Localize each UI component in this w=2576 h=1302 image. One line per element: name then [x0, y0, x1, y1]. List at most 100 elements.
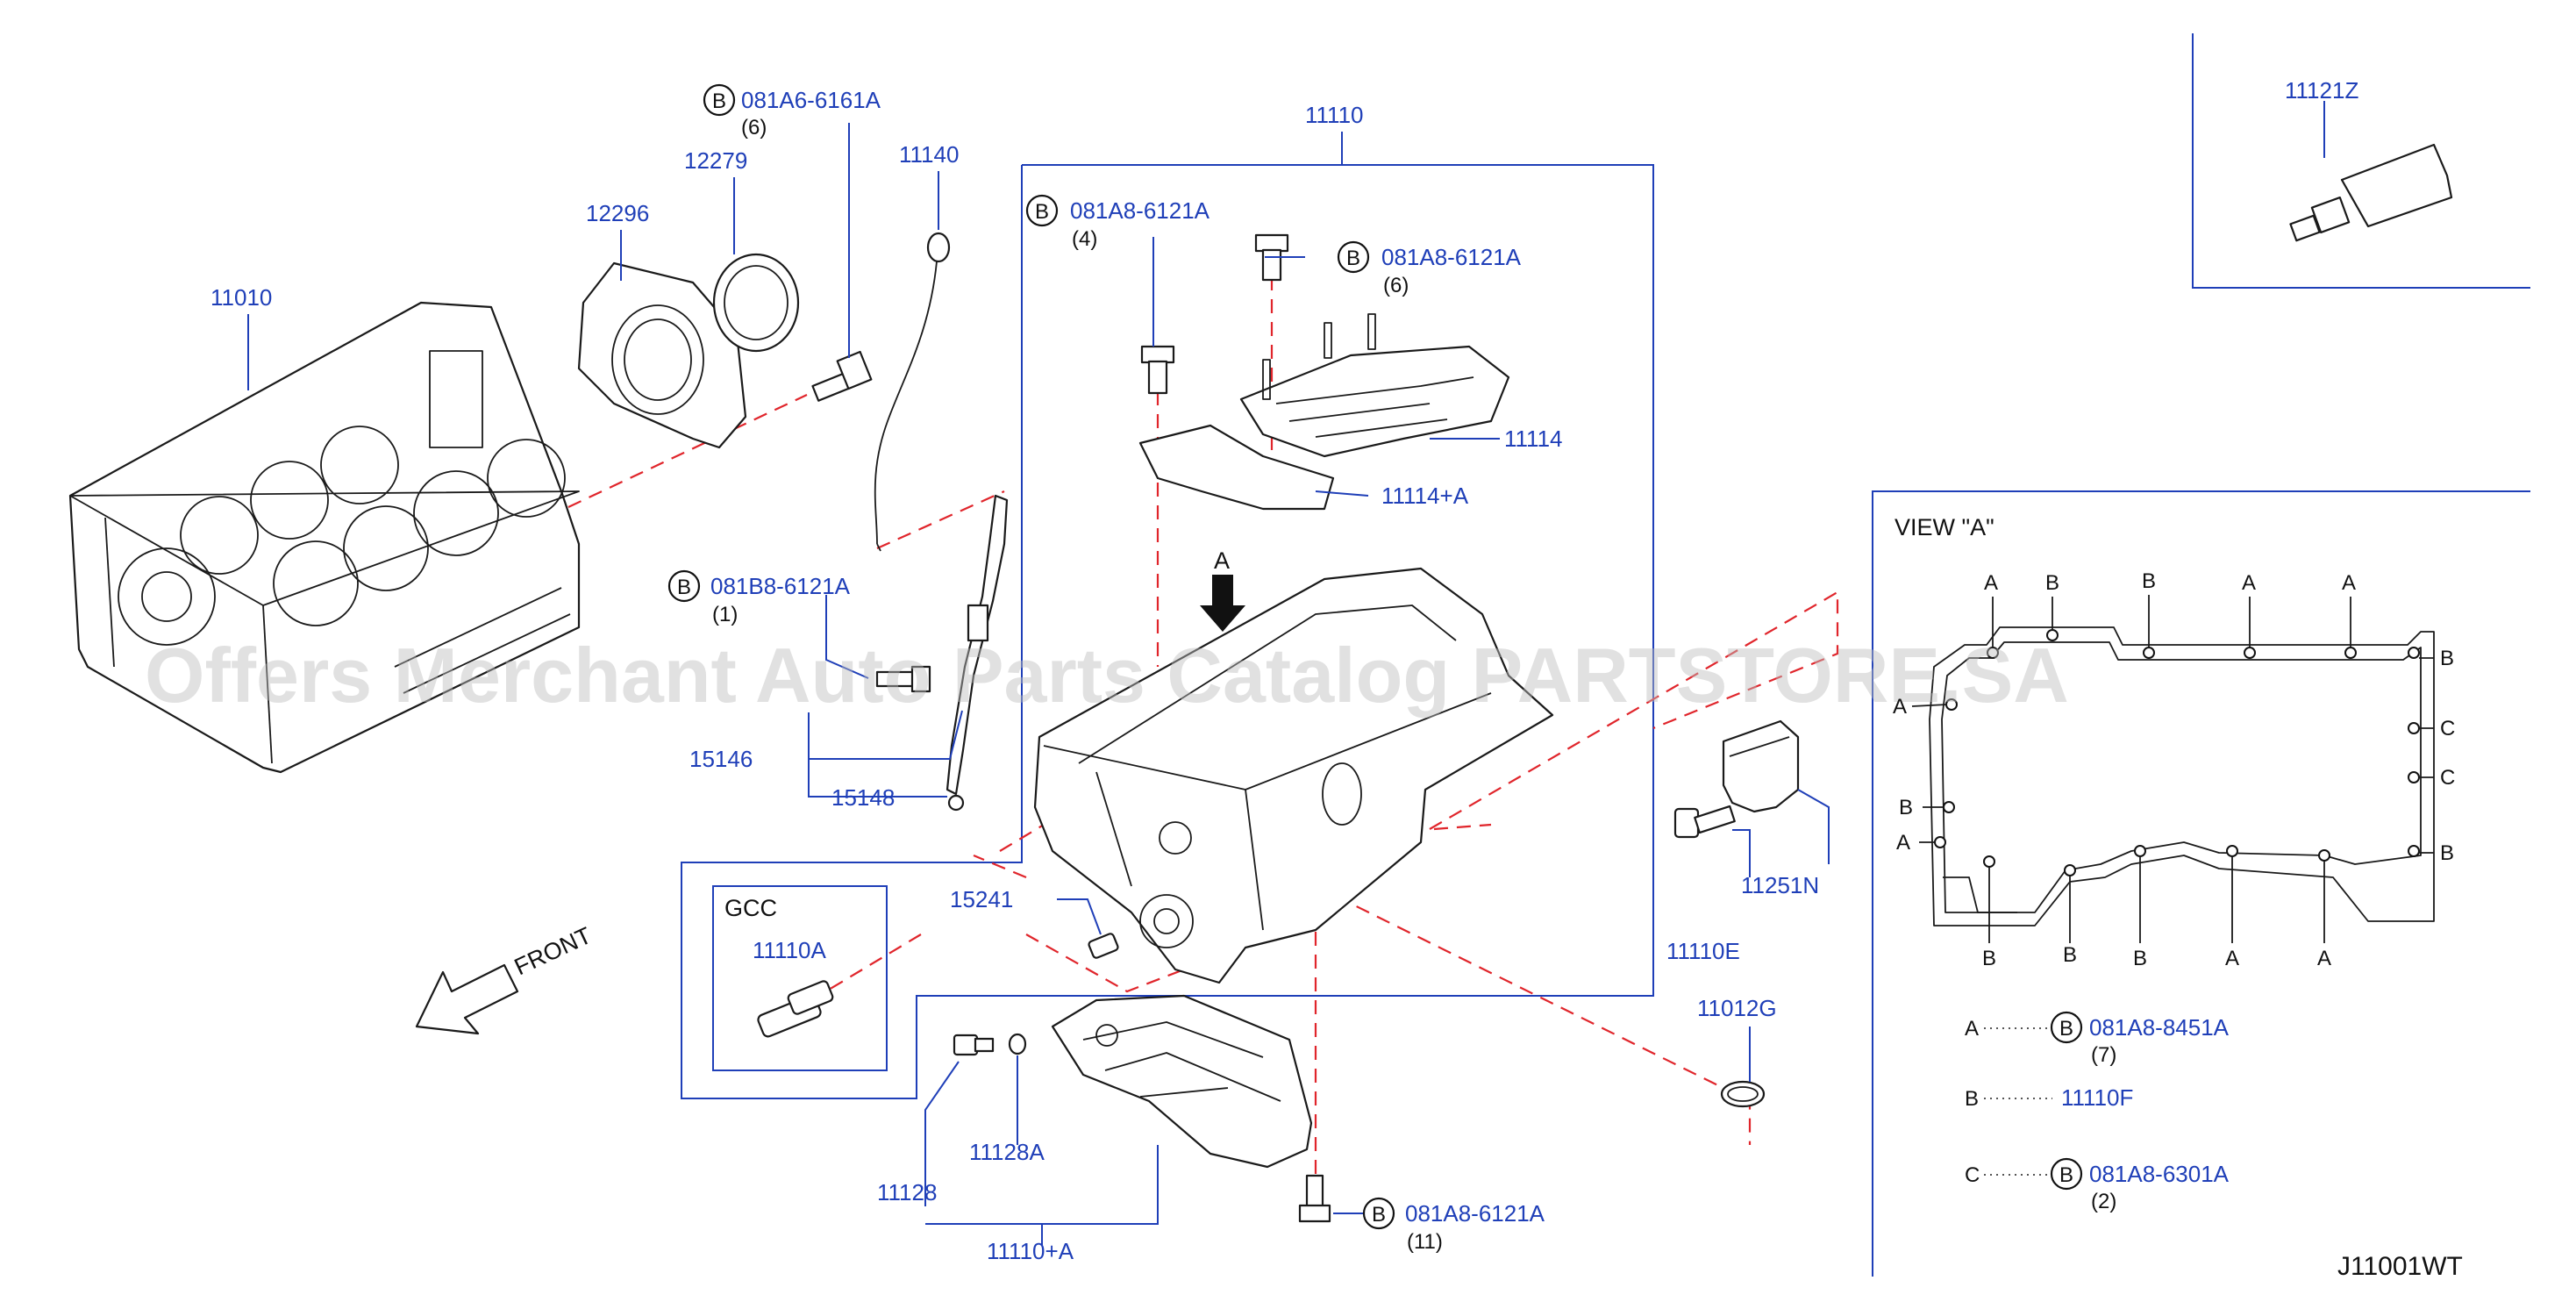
alignment-line — [876, 490, 1005, 550]
view-a-point: A — [2342, 571, 2356, 595]
part-label-11251n: 11251N — [1741, 872, 1819, 898]
view-a-arrow — [1200, 575, 1245, 632]
view-a-point: B — [1982, 947, 1996, 970]
part-label-11128a: 11128A — [969, 1139, 1045, 1165]
view-a-point: A — [1893, 695, 1907, 719]
gcc-label: GCC — [724, 895, 777, 921]
view-a-point: A — [2242, 571, 2256, 595]
legend-pn: 11110F — [2061, 1084, 2133, 1111]
part-label-11121z: 11121Z — [2285, 77, 2358, 104]
legend-qty: (2) — [2091, 1190, 2116, 1213]
view-a-point: A — [2225, 947, 2239, 970]
part-label-11140: 11140 — [899, 141, 959, 168]
part-label-11110e: 11110E — [1666, 938, 1740, 964]
view-a-arrow-label: A — [1214, 547, 1230, 574]
o-ring-inner — [1727, 1086, 1759, 1102]
baffle-plate-drawing — [1239, 313, 1510, 458]
oil-level-gauge-drawing — [874, 232, 951, 552]
alignment-line — [1429, 590, 1839, 830]
view-a-point: B — [2440, 647, 2454, 670]
gcc-frame — [712, 885, 888, 1071]
view-a-point: A — [1984, 571, 1998, 595]
oil-seal-drawing — [712, 253, 800, 353]
retainer-bolt-drawing — [811, 350, 873, 402]
o-ring-drawing — [1720, 1080, 1766, 1108]
gcc-plug-drawing — [757, 980, 834, 1038]
view-a-point: B — [2063, 943, 2077, 967]
part-label-12279: 12279 — [684, 147, 747, 174]
lower-oil-pan-drawing — [1051, 994, 1313, 1169]
bolt-circle-letter: B — [1035, 200, 1049, 224]
alignment-line — [1025, 934, 1185, 993]
part-label-11128: 11128 — [877, 1179, 937, 1205]
view-a-point: C — [2440, 766, 2455, 790]
alignment-line — [973, 854, 1027, 879]
part-label-11110: 11110 — [1305, 102, 1364, 128]
pan-bolt-drawing — [1298, 1174, 1331, 1223]
alignment-line — [1315, 885, 1752, 1145]
bolt-qty-b1: (6) — [741, 116, 767, 140]
bolt-pn-b5: 081A8-6121A — [1405, 1200, 1545, 1227]
part-label-11110a: 11110A — [753, 937, 827, 963]
sealant-frame — [2192, 33, 2530, 289]
legend-qty: (7) — [2091, 1043, 2116, 1067]
gauge-guide-drawing — [945, 494, 1009, 796]
view-a-point: B — [2142, 569, 2156, 593]
view-a-frame — [1872, 490, 2530, 1277]
part-label-11114: 11114 — [1504, 426, 1563, 452]
part-label-12296: 12296 — [586, 200, 649, 226]
part-label-11012g: 11012G — [1697, 995, 1777, 1021]
legend-key: B — [1965, 1087, 1979, 1111]
legend-circle-letter: B — [2059, 1163, 2073, 1187]
bolt-pn-b3: 081A8-6121A — [1070, 197, 1210, 224]
view-a-gasket-drawing — [1929, 626, 2435, 926]
bolt-circle-letter: B — [677, 576, 691, 599]
diagram-code: J11001WT — [2337, 1252, 2463, 1281]
view-a-label: VIEW "A" — [1895, 514, 1994, 540]
stud-drawing — [1088, 933, 1119, 959]
legend-pn: 081A8-8451A — [2089, 1014, 2230, 1041]
callout-circles — [667, 83, 2083, 1230]
cover-drawing — [1722, 719, 1800, 813]
bolt-pn-b1: 081A6-6161A — [741, 87, 881, 113]
bolt-qty-b5: (11) — [1407, 1230, 1443, 1254]
part-label-11010: 11010 — [211, 284, 272, 311]
view-a-ticks — [1911, 595, 2434, 943]
part-label-11114a: 11114+A — [1381, 483, 1469, 509]
bolt-qty-b3: (4) — [1072, 227, 1097, 251]
baffle-bolt-drawing — [1140, 345, 1175, 395]
leader-lines — [247, 101, 2325, 1246]
cylinder-block-drawing — [68, 301, 581, 774]
legend-key: A — [1965, 1017, 1979, 1041]
main-assembly-frame — [681, 164, 1654, 1099]
gauge-bolt-drawing — [875, 665, 931, 693]
legend-key: C — [1965, 1163, 1980, 1187]
bolt-circle-letter: B — [712, 89, 726, 113]
legend-pn: 081A8-6301A — [2089, 1161, 2230, 1187]
bolt-qty-b4: (6) — [1383, 274, 1409, 297]
bolt-pn-b4: 081A8-6121A — [1381, 244, 1522, 270]
view-a-point: C — [2440, 717, 2455, 740]
part-label-15146: 15146 — [689, 746, 753, 772]
legend-circle-letter: B — [2059, 1017, 2073, 1041]
view-a-point: B — [2440, 841, 2454, 865]
front-arrow — [415, 963, 519, 1035]
view-a-legend: A B 081A8-8451A (7) B 11110F C B 081A8-6… — [1965, 1014, 2230, 1213]
watermark: Offers Merchant Auto Parts Catalog PARTS… — [145, 632, 2069, 719]
part-label-15148: 15148 — [831, 784, 895, 811]
upper-oil-pan-drawing — [1033, 567, 1554, 984]
seal-retainer-drawing — [577, 261, 747, 449]
part-label-11110-plus-a: 11110+A — [987, 1238, 1074, 1264]
bolt-pn-b2: 081B8-6121A — [710, 573, 851, 599]
part-label-15241: 15241 — [950, 886, 1013, 912]
alignment-line — [1433, 823, 1492, 831]
view-a-point: B — [2045, 571, 2059, 595]
sealant-tube-drawing — [2289, 143, 2453, 242]
front-label: FRONT — [510, 922, 596, 980]
drain-plug-drawing — [953, 1034, 995, 1056]
gauge-o-ring-drawing — [947, 794, 965, 812]
bolt-circle-letter: B — [1346, 247, 1360, 270]
cover-bolt-drawing — [1673, 805, 1736, 839]
baffle-plate-a-drawing — [1138, 424, 1335, 511]
